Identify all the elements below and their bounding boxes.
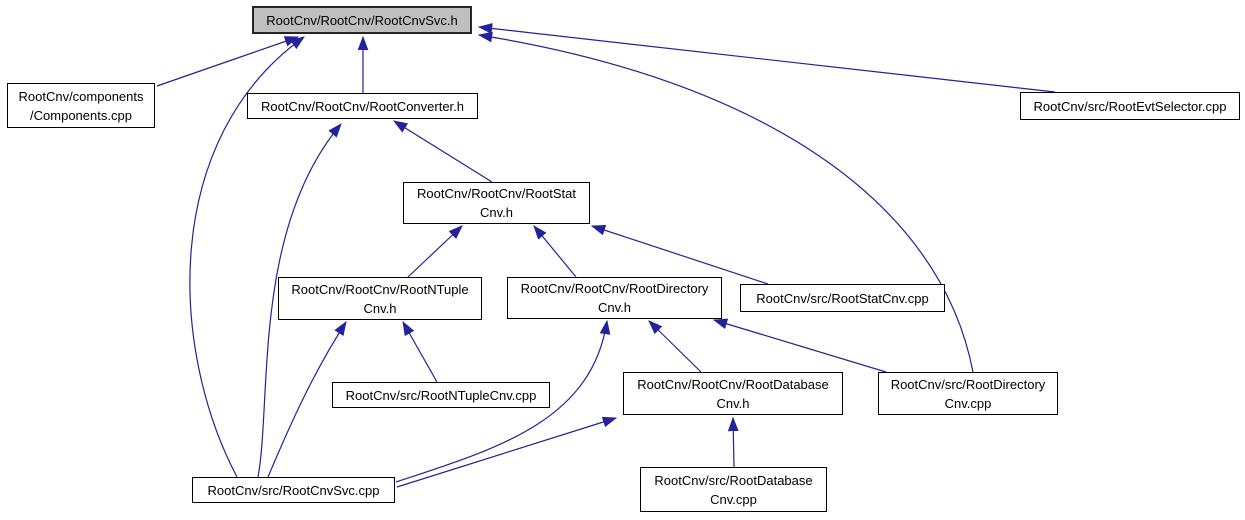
node-rootcnvsvc-cpp[interactable]: RootCnv/src/RootCnvSvc.cpp <box>192 477 395 503</box>
edge-components-cpp-to-rootcnvsvc-h <box>156 36 300 87</box>
edge-rootcnvsvc-cpp-to-rootcnvsvc-h <box>189 36 305 478</box>
edge-rootdirectorycnv-cpp-to-rootdirectorycnv-h <box>712 318 887 373</box>
node-rootntuplecnv-cpp[interactable]: RootCnv/src/RootNTupleCnv.cpp <box>332 382 550 408</box>
edge-rootcnvsvc-cpp-to-rootconverter-h <box>257 123 342 478</box>
node-rootdirectorycnv-h[interactable]: RootCnv/RootCnv/RootDirectory Cnv.h <box>507 277 722 319</box>
node-rootevtselector-cpp[interactable]: RootCnv/src/RootEvtSelector.cpp <box>1020 92 1240 120</box>
node-rootconverter-h[interactable]: RootCnv/RootCnv/RootConverter.h <box>247 93 478 119</box>
node-rootdatabasecnv-h[interactable]: RootCnv/RootCnv/RootDatabase Cnv.h <box>623 372 843 415</box>
edge-rootcnvsvc-cpp-to-rootdirectorycnv-h <box>395 319 611 483</box>
edge-rootevtselector-cpp-to-rootcnvsvc-h <box>477 23 1056 93</box>
edge-rootdirectorycnv-h-to-rootstatcnv-h <box>533 225 577 278</box>
edge-rootdatabasecnv-cpp-to-rootdatabasecnv-h <box>727 416 739 468</box>
edge-rootstatcnv-cpp-to-rootstatcnv-h <box>590 225 769 285</box>
edge-rootntuplecnv-cpp-to-rootntuplecnv-h <box>402 320 438 383</box>
edge-rootntuplecnv-h-to-rootstatcnv-h <box>407 225 463 278</box>
edge-rootdirectorycnv-cpp-to-rootcnvsvc-h <box>477 31 974 373</box>
node-components-cpp[interactable]: RootCnv/components /Components.cpp <box>7 83 155 128</box>
node-rootcnvsvc-h[interactable]: RootCnv/RootCnv/RootCnvSvc.h <box>252 6 472 34</box>
node-rootstatcnv-cpp[interactable]: RootCnv/src/RootStatCnv.cpp <box>740 284 945 312</box>
edge-rootstatcnv-h-to-rootconverter-h <box>392 120 493 183</box>
edge-rootdatabasecnv-h-to-rootdirectorycnv-h <box>648 320 702 373</box>
node-rootdirectorycnv-cpp[interactable]: RootCnv/src/RootDirectory Cnv.cpp <box>878 372 1058 415</box>
node-rootstatcnv-h[interactable]: RootCnv/RootCnv/RootStat Cnv.h <box>403 182 590 224</box>
node-rootntuplecnv-h[interactable]: RootCnv/RootCnv/RootNTuple Cnv.h <box>278 277 482 320</box>
edge-rootcnvsvc-cpp-to-rootntuplecnv-h <box>267 320 347 478</box>
node-rootdatabasecnv-cpp[interactable]: RootCnv/src/RootDatabase Cnv.cpp <box>640 467 827 512</box>
edge-rootcnvsvc-cpp-to-rootdatabasecnv-h <box>396 416 618 488</box>
